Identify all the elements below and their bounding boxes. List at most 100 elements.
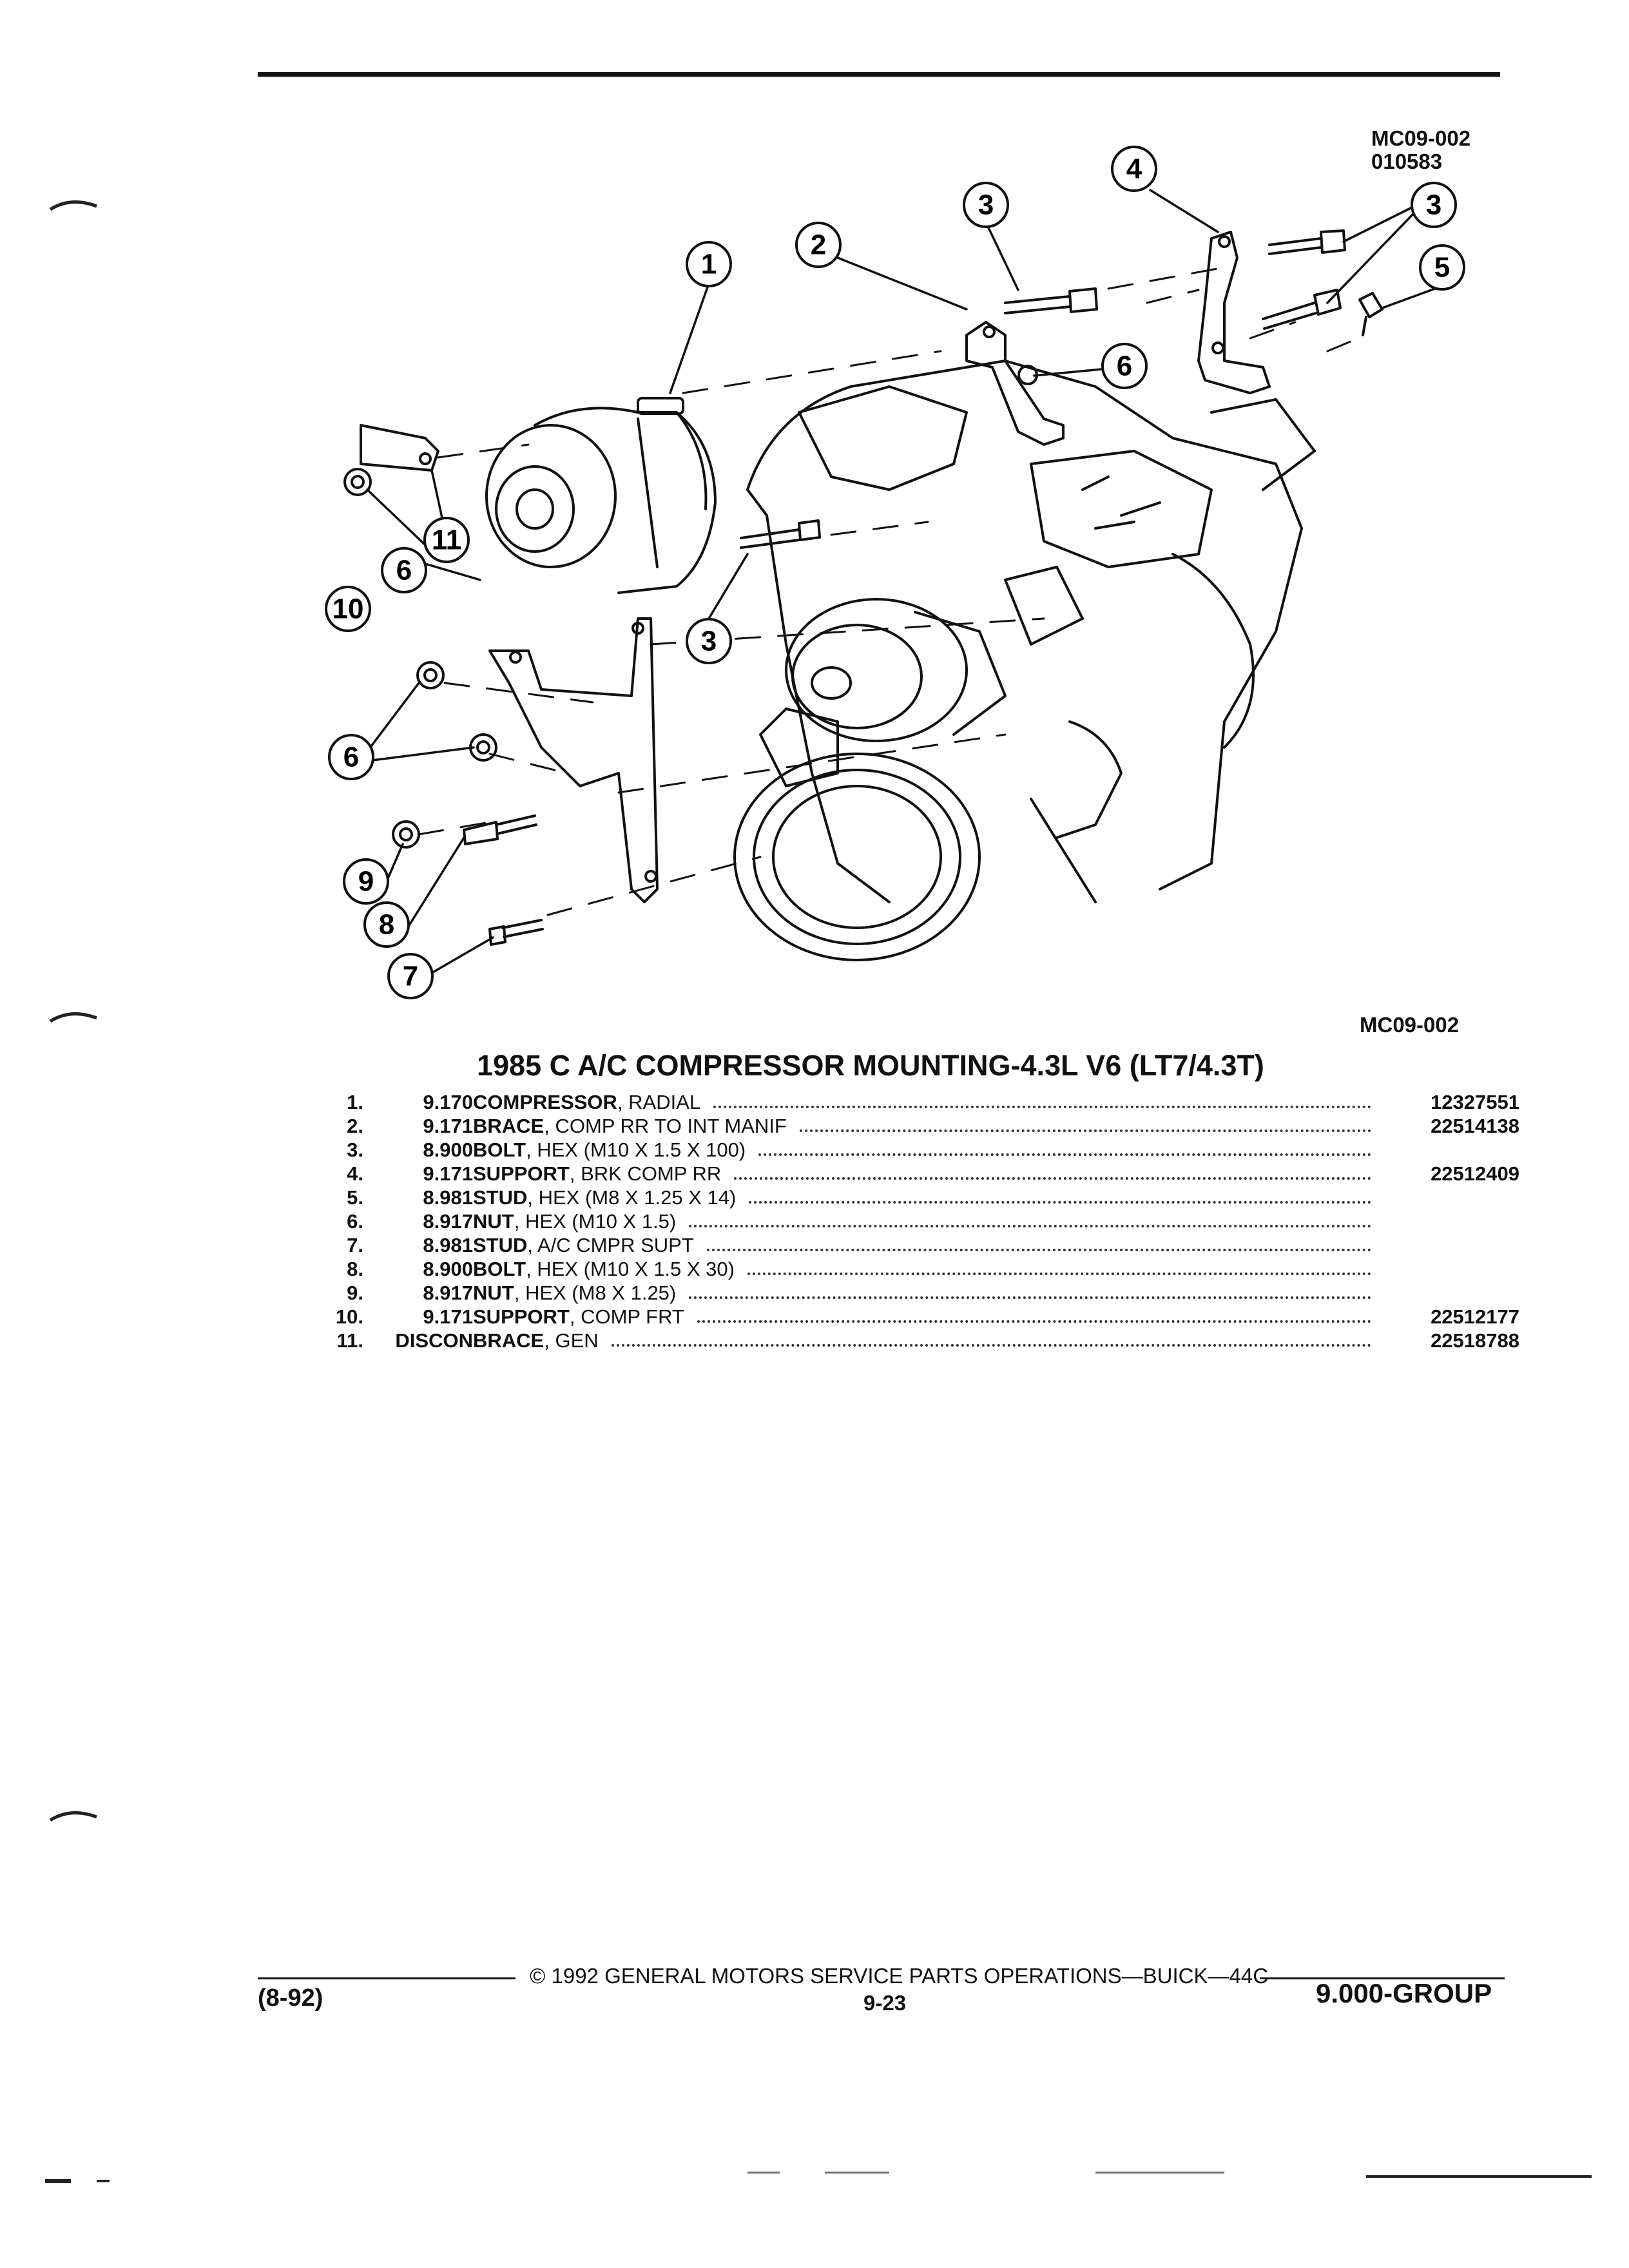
part-name: SUPPORT bbox=[473, 1162, 570, 1185]
part-number: 12327551 bbox=[1431, 1091, 1519, 1113]
callout-8: 8 bbox=[379, 909, 394, 941]
group-number: 8.917 bbox=[423, 1210, 473, 1233]
dot-leader bbox=[799, 1129, 1371, 1132]
compressor bbox=[485, 397, 717, 594]
engine-block bbox=[746, 360, 1316, 903]
footer-rule-left bbox=[258, 1977, 516, 1979]
dot-leader bbox=[758, 1153, 1371, 1156]
group-number: 8.981 bbox=[423, 1186, 473, 1209]
part-spec: , HEX (M8 X 1.25) bbox=[514, 1282, 677, 1304]
item-number: 9. bbox=[347, 1282, 363, 1304]
leader-lines bbox=[364, 189, 1441, 974]
group-number: 8.900 bbox=[423, 1139, 473, 1161]
fasteners bbox=[343, 229, 1383, 946]
part-name: BRACE bbox=[473, 1329, 545, 1352]
dot-leader bbox=[747, 1272, 1371, 1275]
part-spec: , HEX (M8 X 1.25 X 14) bbox=[527, 1186, 737, 1209]
generator-brace bbox=[360, 424, 439, 472]
part-number bbox=[1391, 1233, 1519, 1257]
part-number bbox=[1391, 1186, 1519, 1209]
dot-leader bbox=[611, 1343, 1371, 1347]
group-number: 9.171 bbox=[423, 1305, 473, 1328]
part-spec: , RADIAL bbox=[617, 1091, 701, 1113]
dot-leader bbox=[706, 1248, 1371, 1251]
figure-title: 1985 C A/C COMPRESSOR MOUNTING-4.3L V6 (… bbox=[477, 1049, 1264, 1082]
part-number: 22514138 bbox=[1431, 1115, 1519, 1137]
figure-ref-code: MC09-002 bbox=[1371, 126, 1471, 150]
callout-10: 10 bbox=[333, 593, 364, 625]
part-name: NUT bbox=[473, 1210, 514, 1233]
callout-7: 7 bbox=[403, 961, 418, 992]
group-number: 8.917 bbox=[423, 1282, 473, 1304]
callout-3-lower: 3 bbox=[701, 626, 717, 657]
footer-page-number: 9-23 bbox=[863, 1991, 907, 2015]
dot-leader bbox=[689, 1296, 1371, 1299]
alignment-lines bbox=[418, 266, 1367, 916]
part-spec: , HEX (M10 X 1.5 X 30) bbox=[526, 1258, 735, 1280]
item-number: 5. bbox=[347, 1186, 363, 1209]
dot-leader bbox=[689, 1224, 1371, 1227]
group-number: 9.171 bbox=[423, 1115, 473, 1137]
part-description: STUD, HEX (M8 X 1.25 X 14) bbox=[473, 1186, 1391, 1209]
item-number: 8. bbox=[347, 1258, 363, 1280]
part-name: BRACE bbox=[473, 1115, 545, 1137]
item-number: 11. bbox=[336, 1329, 363, 1352]
group-number: DISCON bbox=[395, 1329, 473, 1352]
part-number bbox=[1391, 1257, 1519, 1281]
part-description: SUPPORT, BRK COMP RR bbox=[473, 1162, 1391, 1186]
group-number: 9.170 bbox=[423, 1091, 473, 1113]
part-number bbox=[1391, 1209, 1519, 1233]
part-name: BOLT bbox=[473, 1258, 526, 1280]
footer-copyright: © 1992 GENERAL MOTORS SERVICE PARTS OPER… bbox=[530, 1964, 1269, 1988]
dot-leader bbox=[734, 1177, 1371, 1180]
group-number: 8.981 bbox=[423, 1234, 473, 1256]
item-number: 10. bbox=[335, 1305, 363, 1328]
part-name: NUT bbox=[473, 1282, 514, 1304]
part-name: STUD bbox=[473, 1186, 528, 1209]
part-description: BOLT, HEX (M10 X 1.5 X 100) bbox=[473, 1138, 1391, 1162]
footer-rule-right bbox=[1260, 1977, 1505, 1979]
part-number: 22518788 bbox=[1431, 1329, 1519, 1352]
part-spec: , COMP RR TO INT MANIF bbox=[544, 1115, 787, 1137]
figure-ref-code-bottom: MC09-002 bbox=[1360, 1013, 1460, 1037]
footer-group: 9.000-GROUP bbox=[1316, 1978, 1492, 2008]
item-number: 2. bbox=[347, 1115, 363, 1137]
callout-6-upper: 6 bbox=[396, 555, 412, 586]
part-number: 22512409 bbox=[1431, 1162, 1519, 1185]
part-spec: , COMP FRT bbox=[569, 1305, 684, 1328]
part-number bbox=[1391, 1281, 1519, 1305]
part-spec: , HEX (M10 X 1.5 X 100) bbox=[526, 1139, 746, 1161]
callout-6-right: 6 bbox=[1117, 351, 1132, 382]
callout-5: 5 bbox=[1434, 252, 1450, 284]
part-description: COMPRESSOR, RADIAL bbox=[473, 1090, 1391, 1114]
part-name: SUPPORT bbox=[473, 1305, 570, 1328]
part-description: NUT, HEX (M10 X 1.5) bbox=[473, 1209, 1391, 1233]
callout-3-right: 3 bbox=[1426, 189, 1441, 221]
callout-9: 9 bbox=[358, 866, 374, 898]
crank-pulley bbox=[733, 753, 981, 961]
top-rule bbox=[258, 72, 1500, 77]
figure-ref-date: 010583 bbox=[1371, 149, 1443, 173]
part-description: SUPPORT, COMP FRT bbox=[473, 1305, 1391, 1329]
part-spec: , BRK COMP RR bbox=[569, 1162, 722, 1185]
callout-2: 2 bbox=[811, 229, 826, 261]
part-description: BRACE, COMP RR TO INT MANIF bbox=[473, 1114, 1391, 1138]
part-description: NUT, HEX (M8 X 1.25) bbox=[473, 1281, 1391, 1305]
item-number: 6. bbox=[347, 1210, 363, 1233]
part-spec: , HEX (M10 X 1.5) bbox=[514, 1210, 677, 1233]
callout-11: 11 bbox=[432, 524, 462, 556]
footer-date: (8-92) bbox=[258, 1984, 323, 2012]
part-description: BRACE, GEN bbox=[473, 1329, 1391, 1352]
dot-leader bbox=[697, 1320, 1371, 1323]
